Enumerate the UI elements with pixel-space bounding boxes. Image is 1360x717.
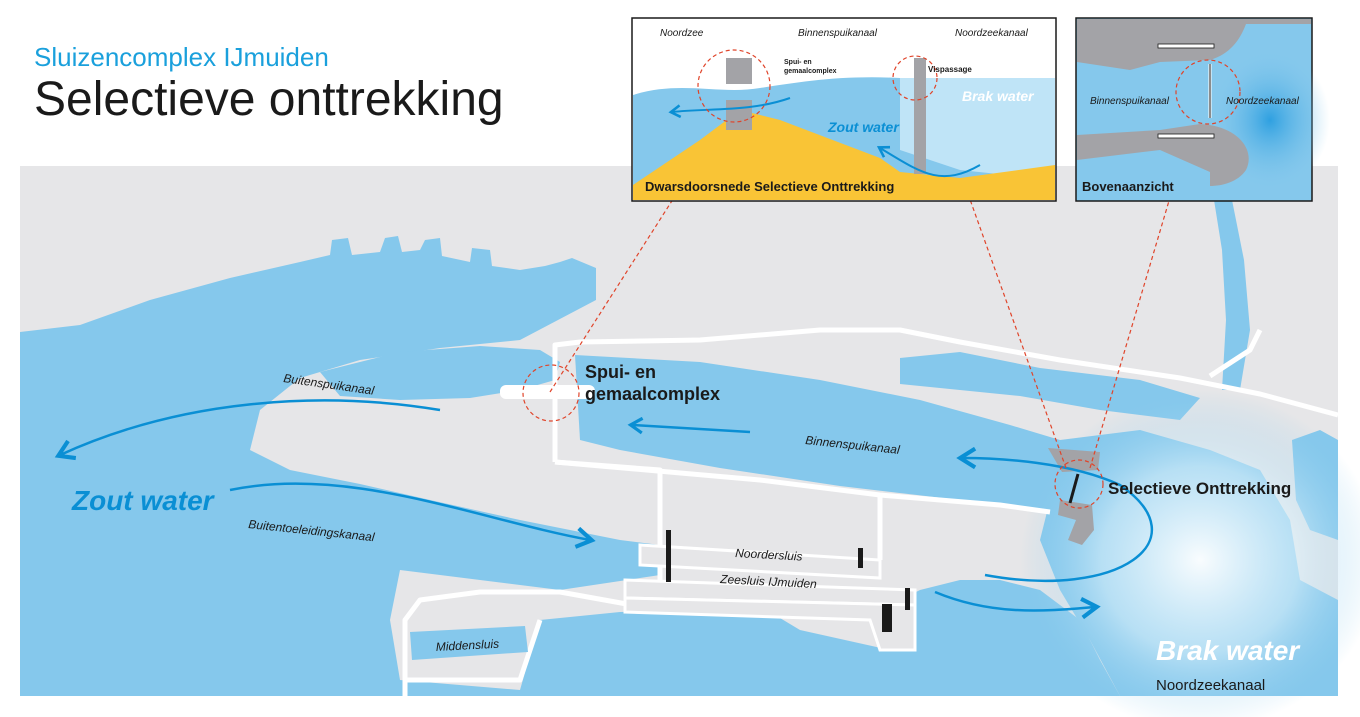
- inset-top-label-noordzeekanaal: Noordzeekanaal: [1226, 96, 1300, 107]
- callout-circle-selectieve: [1054, 459, 1104, 509]
- inset-label-noordzeekanaal: Noordzeekanaal: [955, 28, 1029, 39]
- inset-sand: [633, 110, 1055, 200]
- arrow-brak-outflow: [934, 590, 1101, 620]
- inset-arrow-in: [876, 145, 981, 178]
- spui-complex-pier: [500, 385, 595, 399]
- lock-gate: [905, 588, 910, 610]
- inset-cross-section: Noordzee Binnenspuikanaal Noordzeekanaal…: [631, 17, 1057, 202]
- label-spui-line2: gemaalcomplex: [585, 384, 720, 404]
- middensluis-structure: [410, 626, 528, 660]
- selectieve-structure: [1058, 500, 1094, 545]
- inset-label-brak-water: Brak water: [962, 88, 1035, 104]
- inset-label-zout-water: Zout water: [827, 119, 900, 135]
- arrow-zout-inflow: [229, 482, 596, 549]
- zeesluis-outer: [623, 596, 917, 652]
- inset-spui-structure-lower: [726, 100, 752, 130]
- noordersluis-structure: [638, 543, 882, 580]
- label-spui-line1: Spui- en: [585, 362, 656, 382]
- arrow-binnenspui: [627, 416, 751, 435]
- arrow-selectieve-loop: [956, 446, 1154, 583]
- label-noordersluis: Noordersluis: [735, 546, 803, 564]
- inset-label-noordzee: Noordzee: [660, 28, 704, 39]
- upper-right-water: [900, 352, 1200, 420]
- arrow-outflow-sea: [54, 399, 441, 461]
- page-subtitle: Sluizencomplex IJmuiden: [34, 42, 329, 72]
- inset-spui-structure: [726, 58, 752, 84]
- inset-label-spui-line1: Spui- en: [784, 59, 812, 66]
- label-zout-water: Zout water: [71, 485, 216, 516]
- brak-water-glow: [1020, 390, 1360, 717]
- lock-gate: [858, 548, 863, 568]
- label-zeesluis: Zeesluis IJmuiden: [719, 572, 818, 591]
- callout-circle-spui: [522, 364, 580, 422]
- inset-label-spui-line2: gemaalcomplex: [784, 68, 837, 75]
- inset-top-land-lower: [1077, 124, 1249, 186]
- inset-vispassage-structure: [914, 58, 926, 174]
- inset-label-binnenspuikanaal: Binnenspuikanaal: [798, 28, 878, 39]
- road-network: [402, 327, 1339, 696]
- page-title: Selectieve onttrekking: [34, 73, 504, 126]
- map-base: [20, 166, 1360, 717]
- label-middensluis: Middensluis: [435, 637, 499, 654]
- lock-gate: [882, 604, 892, 632]
- flow-arrows: [54, 399, 1154, 620]
- inset-brak-zone: [900, 78, 1055, 180]
- lock-structures: [410, 385, 1100, 660]
- sea-water: [20, 236, 1120, 696]
- inset-top-gate: [1157, 43, 1215, 49]
- inset-top-view: Binnenspuikanaal Noordzeekanaal Bovenaan…: [1075, 17, 1330, 202]
- binnenspuikanaal-water: [575, 355, 1060, 510]
- inset-top-gate: [1157, 133, 1215, 139]
- lock-gate: [666, 530, 671, 582]
- inset-caption: Dwarsdoorsnede Selectieve Onttrekking: [645, 179, 894, 194]
- inset-label-vispassage: Vispassage: [928, 65, 972, 74]
- harbour-land: [20, 166, 620, 318]
- label-noordzeekanaal: Noordzeekanaal: [1156, 677, 1265, 694]
- buitenspuikanaal-water: [320, 346, 560, 400]
- selectieve-gate: [1068, 473, 1080, 504]
- right-channel: [1214, 200, 1250, 390]
- inset-arrow-out: [668, 97, 791, 119]
- inset-top-caption: Bovenaanzicht: [1082, 179, 1174, 194]
- inset-top-label-binnenspuikanaal: Binnenspuikanaal: [1090, 96, 1170, 107]
- label-brak-water: Brak water: [1156, 635, 1301, 666]
- label-selectieve-onttrekking: Selectieve Onttrekking: [1108, 479, 1291, 498]
